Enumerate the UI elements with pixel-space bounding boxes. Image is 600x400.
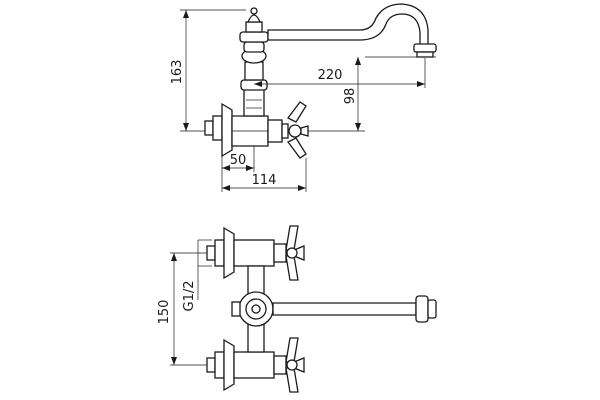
dim-depth-114: 114: [222, 158, 307, 192]
riser-column: [239, 7, 269, 117]
dim-spout-height-98: 98: [308, 56, 436, 132]
dim-label-50: 50: [230, 153, 247, 168]
side-handle: [267, 101, 309, 159]
dim-label-163: 163: [170, 60, 185, 85]
dim-height-163: 163: [170, 9, 246, 132]
dim-label-150: 150: [157, 300, 172, 325]
spout: [267, 3, 437, 58]
dim-center-150: 150: [157, 252, 207, 366]
wall-flange: [204, 102, 233, 158]
dim-label-220: 220: [318, 68, 343, 83]
valve-body: [231, 115, 269, 147]
dim-reach-220: 220: [254, 58, 426, 88]
lower-valve: [206, 337, 305, 393]
upper-valve: [206, 225, 305, 281]
front-view: 150 G1/2: [157, 225, 437, 393]
dim-wall-50: 50: [221, 146, 255, 192]
front-spout: [272, 295, 437, 323]
dim-label-98: 98: [343, 88, 358, 105]
thread-spec: G1/2: [182, 239, 212, 312]
side-view: 163 220 98 50: [170, 3, 437, 192]
dim-label-114: 114: [252, 173, 277, 188]
thread-label: G1/2: [182, 281, 197, 312]
mixer-body: [231, 265, 274, 353]
